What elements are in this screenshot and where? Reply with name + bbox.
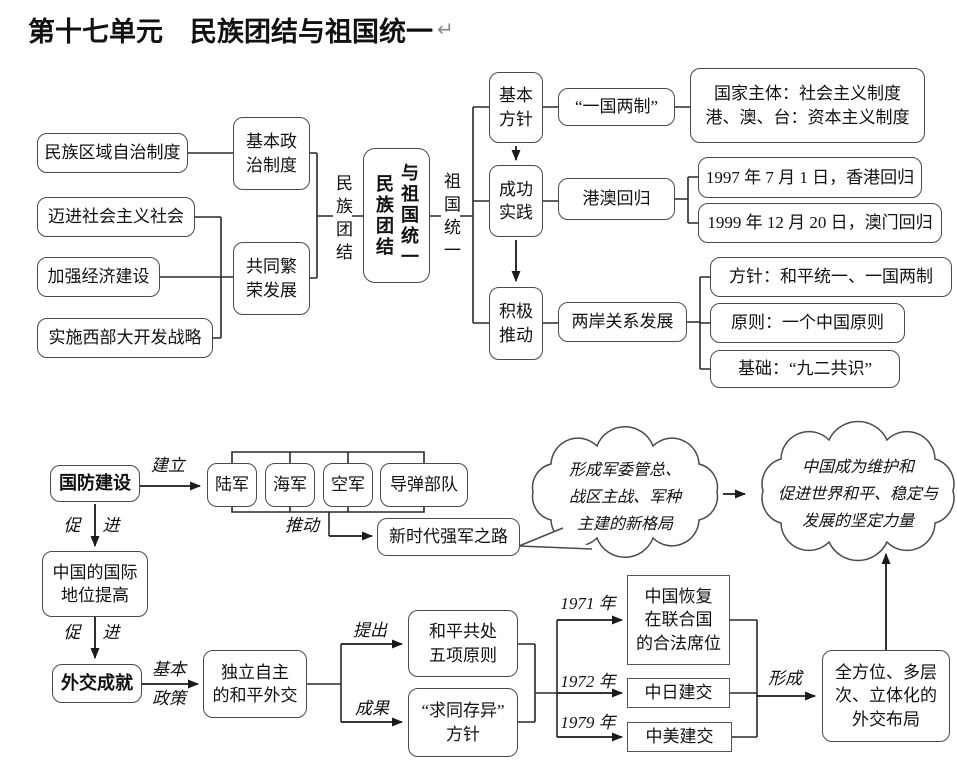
label-result: 成果: [355, 699, 389, 718]
node-unity-and-reunification: 民族团结 与祖国统一: [363, 148, 430, 283]
label-basic: 基本: [152, 660, 186, 679]
node-strait-basis: 基础：“九二共识”: [710, 350, 900, 388]
label-year-1979: 1979 年: [560, 713, 616, 732]
label-promote: 推动: [285, 516, 319, 535]
node-successful-practice: 成功 实践: [489, 165, 543, 237]
page-title: 第十七单元 民族团结与祖国统一 ↵: [28, 10, 454, 49]
return-mark-icon: ↵: [437, 19, 454, 41]
node-macao-return-1999: 1999 年 12 月 20 日，澳门回归: [698, 203, 942, 243]
node-hk-return-1997: 1997 年 7 月 1 日，香港回归: [698, 157, 922, 198]
cloud-military-structure-shape: [531, 426, 719, 558]
node-common-prosperity: 共同繁 荣发展: [233, 242, 310, 315]
node-seek-common-ground: “求同存异” 方针: [408, 688, 518, 757]
label-cu-2: 促: [63, 623, 81, 642]
node-strait-principle: 原则：一个中国原则: [710, 303, 905, 343]
label-cu-1: 促: [63, 516, 81, 535]
cloud-world-force-shape: [761, 420, 955, 562]
node-regional-autonomy: 民族区域自治制度: [37, 133, 188, 173]
arrow-connectors: [90, 146, 891, 742]
node-active-promotion: 积极 推动: [489, 287, 543, 360]
node-un-seat-restored: 中国恢复 在联合国 的合法席位: [627, 575, 730, 665]
node-china-us-ties: 中美建交: [627, 722, 732, 752]
label-jin-2: 进: [102, 623, 120, 642]
label-national-unity: 民族团结: [333, 172, 352, 268]
cloud-military-structure-text: 形成军委管总、 战区主战、军种 主建的新格局: [568, 462, 681, 533]
label-reunification: 祖国统一: [441, 170, 460, 266]
label-establish: 建立: [151, 456, 185, 475]
node-basic-political-system: 基本政 治制度: [233, 117, 310, 190]
node-missile-force: 导弹部队: [380, 463, 468, 507]
label-jin-1: 进: [102, 516, 120, 535]
label-form: 形成: [768, 669, 802, 688]
label-propose: 提出: [353, 621, 387, 640]
node-western-development: 实施西部大开发战略: [37, 318, 213, 358]
node-national-defense: 国防建设: [50, 465, 140, 502]
node-diplomacy-achievements: 外交成就: [52, 664, 142, 703]
label-policy: 政策: [152, 689, 186, 708]
plain-connectors: [160, 106, 758, 738]
page-title-text: 第十七单元 民族团结与祖国统一: [28, 17, 433, 47]
node-basic-policy: 基本 方针: [489, 72, 543, 143]
node-two-systems-detail: 国家主体：社会主义制度 港、澳、台：资本主义制度: [690, 68, 925, 143]
node-socialist-society: 迈进社会主义社会: [37, 197, 195, 237]
node-international-status: 中国的国际 地位提高: [42, 551, 148, 617]
node-strait-policy: 方针：和平统一、一国两制: [710, 257, 952, 297]
node-hk-macao-return: 港澳回归: [558, 178, 675, 220]
cloud-world-force-text: 中国成为维护和 促进世界和平、稳定与 发展的坚定力量: [777, 459, 938, 530]
node-cross-strait-relations: 两岸关系发展: [558, 302, 687, 342]
node-independent-peaceful: 独立自主 的和平外交: [203, 650, 307, 718]
node-diplomatic-layout: 全方位、多层 次、立体化的 外交布局: [822, 650, 950, 742]
center-col-right: 与祖国统一: [399, 163, 419, 268]
node-air-force: 空军: [323, 463, 373, 507]
center-col-left: 民族团结: [374, 173, 394, 258]
node-army: 陆军: [207, 463, 257, 507]
label-year-1972: 1972 年: [560, 672, 616, 691]
node-navy: 海军: [265, 463, 315, 507]
node-one-country-two-systems: “一国两制”: [558, 88, 675, 126]
node-economic-construction: 加强经济建设: [37, 257, 160, 297]
node-china-japan-ties: 中日建交: [627, 678, 730, 708]
node-five-principles: 和平共处 五项原则: [408, 610, 518, 677]
label-year-1971: 1971 年: [560, 594, 616, 613]
node-strong-army-road: 新时代强军之路: [377, 518, 520, 556]
